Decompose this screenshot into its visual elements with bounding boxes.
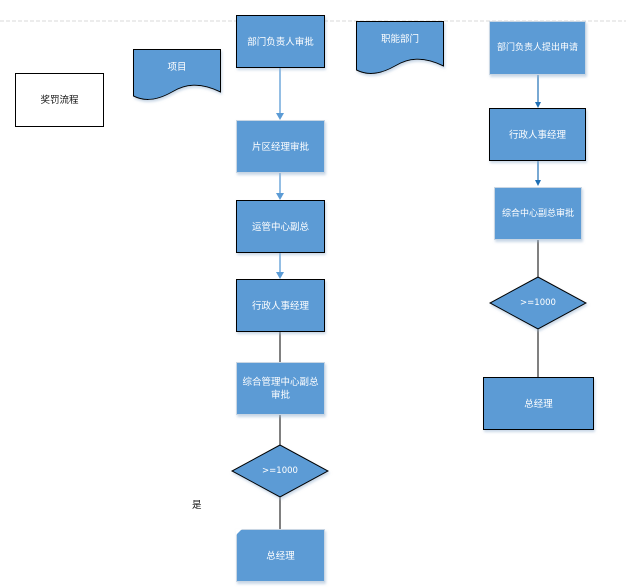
step-p1-label: 部门负责人审批	[247, 36, 314, 48]
step-f2-shape	[489, 108, 586, 161]
decision-f4-shape	[488, 276, 588, 330]
step-p5-shape	[236, 362, 325, 415]
step-p5-label: 综合管理中心副总审批	[242, 377, 319, 401]
decision-p6-label: >=1000	[262, 465, 298, 476]
step-f3-shape	[494, 187, 582, 240]
title-box-label: 奖罚流程	[40, 94, 79, 106]
connectors-functional	[535, 75, 541, 377]
lane-header-project-label: 项目	[167, 61, 187, 73]
decision-p6-shape	[230, 444, 330, 498]
step-f3-label: 综合中心副总审批	[501, 208, 574, 219]
step-f2-label: 行政人事经理	[508, 129, 566, 141]
title-box-shape	[15, 73, 104, 127]
step-f1-shape	[489, 21, 586, 75]
step-p2-shape	[236, 120, 325, 173]
lane-header-functional-shape	[356, 21, 444, 74]
connectors-project	[276, 68, 284, 529]
step-f5-shape	[483, 377, 594, 430]
arrowhead-p1-p2	[276, 113, 284, 120]
step-p4-shape	[236, 279, 325, 332]
step-f5-label: 总经理	[524, 398, 553, 410]
arrowhead-p2-p3	[276, 193, 284, 200]
step-p3-shape	[236, 200, 325, 253]
step-p7-shape	[236, 529, 325, 582]
decision-f4-label: >=1000	[520, 297, 556, 308]
step-f1-label: 部门负责人提出申请	[496, 43, 578, 53]
arrowhead-f2-f3	[535, 180, 541, 186]
step-p1-shape	[236, 15, 325, 68]
lane-header-project-shape	[133, 49, 221, 100]
branch-label-yes: 是	[192, 500, 202, 511]
lane-header-functional-label: 职能部门	[380, 33, 419, 45]
step-p4-label: 行政人事经理	[251, 300, 309, 312]
step-p7-corner-notch	[236, 529, 242, 535]
step-p2-label: 片区经理审批	[251, 141, 309, 153]
arrowhead-p3-p4	[276, 272, 284, 279]
step-p7-label: 总经理	[266, 550, 295, 562]
arrowhead-f1-f2	[535, 102, 541, 108]
step-p3-label: 运管中心副总	[251, 221, 309, 233]
